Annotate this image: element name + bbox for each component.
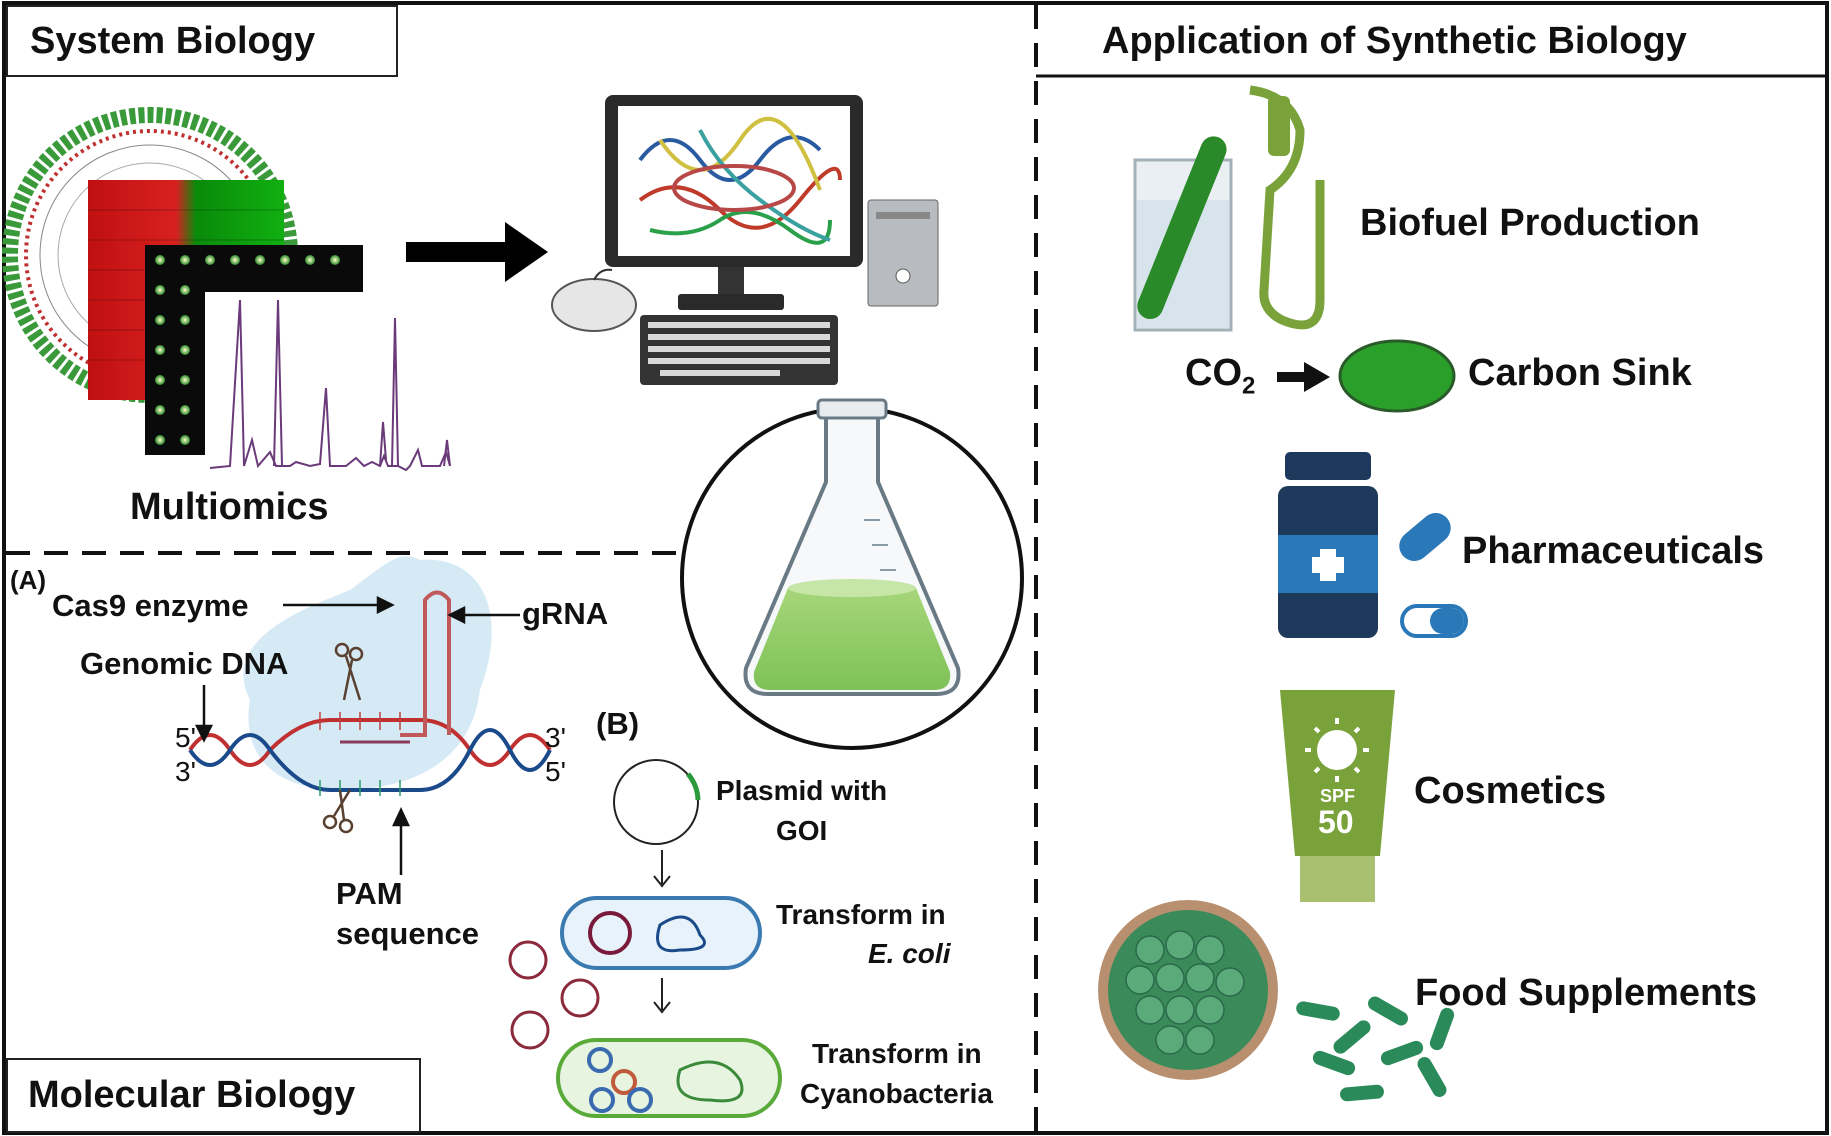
food-supplement-bowl-icon: [1098, 900, 1455, 1102]
plasmid-label-line2: GOI: [776, 815, 828, 846]
co2-label: CO2: [1185, 352, 1255, 401]
co2-subscript: 2: [1242, 372, 1256, 400]
mass-spectrum: [209, 299, 451, 472]
cosmetics-label: Cosmetics: [1414, 770, 1607, 812]
panel-a-marker: (A): [10, 565, 47, 595]
flask-icon: [743, 398, 961, 696]
cyano-label-line1: Transform in: [812, 1038, 982, 1069]
pam-label-line1: PAM: [336, 876, 403, 911]
cas9-label: Cas9 enzyme: [52, 588, 249, 623]
microarray-spots: [155, 255, 340, 445]
grna-label: gRNA: [522, 596, 609, 631]
dna-rungs: [319, 712, 401, 730]
ecoli-label-line1: Transform in: [776, 899, 946, 930]
system-biology-title: System Biology: [30, 19, 316, 62]
workflow-arrow: [406, 222, 548, 282]
multiomics-label: Multiomics: [130, 486, 329, 528]
carbon-sink-label: Carbon Sink: [1468, 352, 1692, 394]
algae-cell: [1338, 339, 1456, 413]
grna-hairpin: [400, 590, 451, 737]
sunscreen-icon: [1280, 690, 1395, 902]
protein-structure: [638, 116, 842, 245]
ecoli-cell: [560, 896, 762, 970]
system-biology-header: System Biology: [6, 5, 398, 77]
scissors-icon: [322, 642, 364, 834]
biofuel-label: Biofuel Production: [1360, 202, 1700, 244]
genomic-dna-label: Genomic DNA: [80, 646, 289, 681]
pam-label-line2: sequence: [336, 916, 480, 951]
plasmid: [613, 759, 701, 845]
free-plasmids: [508, 940, 600, 1050]
annotation-arrows: [194, 595, 520, 875]
plasmid-label-line1: Plasmid with: [716, 775, 888, 806]
mass-spectrum-panel: [205, 292, 455, 470]
cyanobacteria-cell: [556, 1038, 782, 1118]
spf-value: 50: [1318, 804, 1354, 840]
carbon-sink-arrow: [1277, 362, 1330, 392]
molecular-biology-header: Molecular Biology: [6, 1058, 421, 1133]
cas9-blob: [243, 556, 492, 790]
food-supplements-label: Food Supplements: [1415, 972, 1757, 1014]
molecular-biology-title: Molecular Biology: [28, 1074, 356, 1116]
co2-text: CO: [1185, 352, 1242, 394]
pharmaceuticals-label: Pharmaceuticals: [1462, 530, 1765, 572]
panel-b-marker: (B): [596, 706, 640, 741]
biofuel-icon: [1133, 85, 1325, 332]
pharmaceutical-bottle-icon: [1278, 452, 1468, 638]
cyano-label-line2: Cyanobacteria: [800, 1078, 993, 1109]
computer-illustration: [551, 95, 939, 385]
three-prime-left: 3': [175, 756, 196, 787]
five-prime-left: 5': [175, 722, 196, 753]
three-prime-right: 3': [545, 722, 566, 753]
five-prime-right: 5': [545, 756, 566, 787]
spf-label: SPF: [1320, 786, 1356, 806]
dna-helix: [188, 718, 552, 792]
applications-title: Application of Synthetic Biology: [1102, 20, 1687, 62]
ecoli-label-line2: E. coli: [868, 938, 951, 969]
flow-arrows: [653, 850, 671, 1014]
